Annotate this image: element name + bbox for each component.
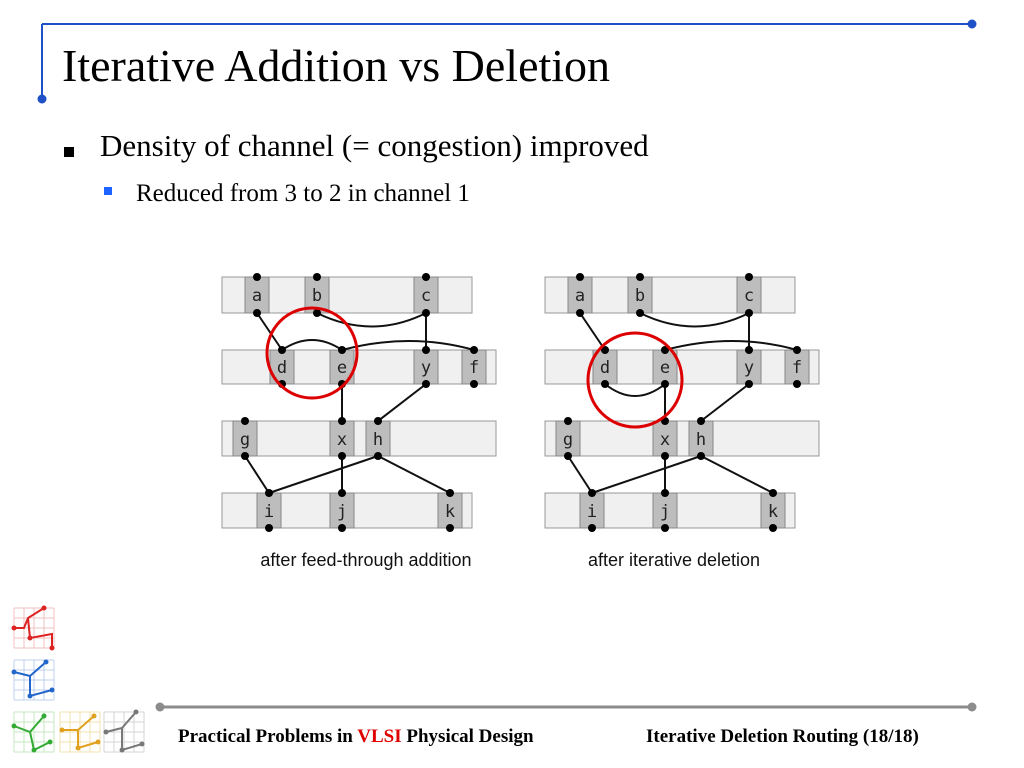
pin-label: i — [264, 502, 274, 522]
row-1: a b c — [221, 276, 473, 314]
pin-label: h — [696, 430, 706, 450]
pin-box — [329, 492, 355, 529]
pin-label: c — [421, 286, 431, 306]
yellow-grid-icon — [59, 711, 101, 753]
pin-box — [329, 420, 355, 457]
figure-caption: after feed-through addition — [260, 550, 471, 570]
pin-box — [555, 420, 581, 457]
pin-label: d — [600, 358, 610, 378]
slide-title: Iterative Addition vs Deletion — [62, 40, 611, 91]
pin-dots — [564, 273, 801, 532]
pin-label: f — [792, 358, 802, 378]
pin-label: y — [744, 358, 754, 378]
footer-slide-info: Iterative Deletion Routing (18/18) — [646, 726, 919, 747]
pin-box — [736, 349, 762, 385]
pin-label: g — [563, 430, 573, 450]
footer-prefix: Practical Problems in — [178, 726, 353, 747]
pin-label: a — [252, 286, 262, 306]
square-bullet-icon — [64, 147, 74, 157]
pin-box — [736, 276, 762, 314]
pin-box — [652, 420, 678, 457]
pin-label: k — [768, 502, 778, 522]
wires — [567, 312, 798, 494]
bullet-text: Density of channel (= congestion) improv… — [100, 128, 649, 163]
pin-label: h — [373, 430, 383, 450]
footer-line-dot-left — [155, 702, 165, 712]
pin-dots — [241, 273, 478, 532]
figure-iterative-deletion: a b c d e y f g x h — [544, 273, 820, 570]
cell-row — [221, 349, 497, 385]
footer-line-dot-right — [967, 702, 977, 712]
row-4: i j k — [221, 492, 473, 529]
square-bullet-icon — [104, 187, 112, 195]
pin-label: x — [660, 430, 670, 450]
wires — [244, 312, 475, 494]
footer-course-title: Practical Problems in VLSI Physical Desi… — [178, 726, 534, 748]
highlight-circle — [586, 331, 684, 429]
pin-box — [652, 492, 678, 529]
figure-feedthrough-addition: a b c d e y f g x h — [221, 273, 497, 570]
pin-label: d — [277, 358, 287, 378]
pin-label: a — [575, 286, 585, 306]
pin-label: k — [445, 502, 455, 522]
left-accent-dot — [37, 94, 47, 104]
pin-label: f — [469, 358, 479, 378]
pin-label: e — [660, 358, 670, 378]
pin-label: e — [337, 358, 347, 378]
row-4: i j k — [544, 492, 796, 529]
vlsi-logo-grids — [11, 605, 145, 753]
gray-grid-icon — [103, 709, 145, 753]
row-3: g x h — [544, 420, 820, 457]
pin-box — [688, 420, 714, 457]
pin-label: y — [421, 358, 431, 378]
row-3: g x h — [221, 420, 497, 457]
pin-label: j — [337, 502, 347, 522]
pin-label: c — [744, 286, 754, 306]
footer-suffix: Physical Design — [406, 726, 534, 747]
row-2: d e y f — [221, 349, 497, 385]
blue-grid-icon — [11, 659, 55, 701]
pin-box — [579, 492, 605, 529]
cell-row — [221, 420, 497, 457]
bullet-text: Reduced from 3 to 2 in channel 1 — [136, 180, 470, 207]
pin-box — [244, 276, 270, 314]
top-accent-dot — [967, 19, 977, 29]
pin-box — [365, 420, 391, 457]
pin-label: b — [312, 286, 322, 306]
red-grid-icon — [11, 605, 55, 651]
pin-box — [627, 276, 653, 314]
highlight-circle — [265, 306, 359, 400]
footer-highlight: VLSI — [357, 726, 402, 747]
green-grid-icon — [11, 711, 55, 753]
pin-label: g — [240, 430, 250, 450]
pin-label: i — [587, 502, 597, 522]
cell-row — [544, 420, 820, 457]
figure-caption: after iterative deletion — [588, 550, 760, 570]
pin-label: j — [660, 502, 670, 522]
pin-label: x — [337, 430, 347, 450]
pin-label: b — [635, 286, 645, 306]
pin-box — [256, 492, 282, 529]
row-1: a b c — [544, 276, 796, 314]
pin-box — [652, 349, 678, 385]
